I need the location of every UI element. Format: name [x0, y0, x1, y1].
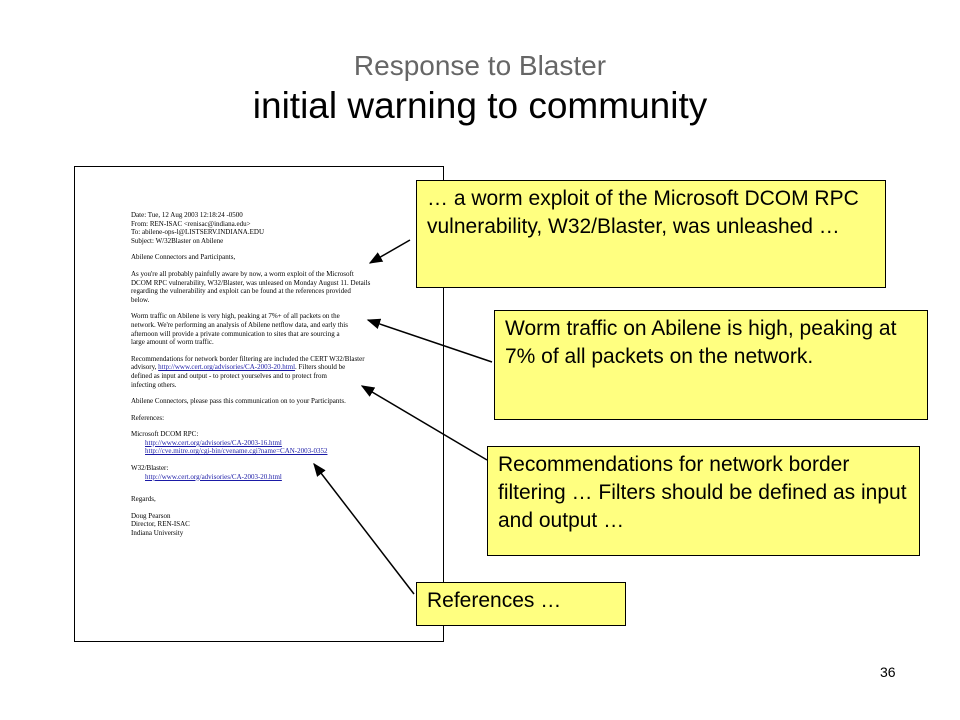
email-text-line: defined as input and output - to protect…	[131, 371, 327, 380]
email-text-line: Recommendations for network border filte…	[131, 354, 365, 363]
email-text-fragment: advisory,	[131, 363, 157, 372]
cert-advisory-link[interactable]: http://www.cert.org/advisories/CA-2003-2…	[158, 363, 296, 372]
email-header-date: Date: Tue, 12 Aug 2003 12:18:24 -0500	[131, 211, 243, 219]
email-references-label: References:	[131, 413, 165, 422]
email-text-line: As you're all probably painfully aware b…	[131, 269, 354, 278]
email-paragraph-1: As you're all probably painfully aware b…	[131, 270, 389, 304]
email-body: Date: Tue, 12 Aug 2003 12:18:24 -0500 Fr…	[131, 211, 389, 538]
email-closing: Regards,	[131, 495, 156, 504]
slide-title-block: Response to Blaster initial warning to c…	[0, 48, 960, 128]
signature-line: Director, REN-ISAC	[131, 520, 190, 529]
email-text-line: infecting others.	[131, 380, 177, 389]
email-text-line: afternoon will provide a private communi…	[131, 329, 340, 338]
email-paragraph-4: Abilene Connectors, please pass this com…	[131, 397, 346, 406]
email-ms-label: Microsoft DCOM RPC:	[131, 430, 199, 439]
email-header-subject: Subject: W/32Blaster on Abilene	[131, 236, 224, 245]
callout-worm-traffic: Worm traffic on Abilene is high, peaking…	[494, 310, 928, 420]
email-salutation: Abilene Connectors and Participants,	[131, 253, 236, 262]
email-text-line: advisory, http://www.cert.org/advisories…	[131, 363, 389, 372]
email-text-line: regarding the vulnerability and exploit …	[131, 287, 351, 296]
email-header-from: From: REN-ISAC <renisac@indiana.edu>	[131, 219, 251, 228]
email-paragraph-3: Recommendations for network border filte…	[131, 355, 389, 389]
page-number: 36	[880, 664, 896, 680]
email-text-line: network. We're performing an analysis of…	[131, 320, 348, 329]
email-header-to: To: abilene-ops-l@LISTSERV.INDIANA.EDU	[131, 228, 264, 237]
reference-link[interactable]: http://www.cert.org/advisories/CA-2003-1…	[145, 438, 282, 447]
email-document: Date: Tue, 12 Aug 2003 12:18:24 -0500 Fr…	[74, 166, 444, 642]
reference-link[interactable]: http://cve.mitre.org/cgi-bin/cvename.cgi…	[145, 447, 328, 456]
signature-line: Indiana University	[131, 529, 184, 538]
reference-link[interactable]: http://www.cert.org/advisories/CA-2003-2…	[145, 472, 282, 481]
callout-worm-exploit: … a worm exploit of the Microsoft DCOM R…	[416, 180, 886, 288]
email-text-fragment: . Filters should be	[295, 363, 346, 372]
slide-subtitle: Response to Blaster	[353, 50, 607, 81]
email-text-line: Worm traffic on Abilene is very high, pe…	[131, 312, 340, 321]
email-signature: Doug Pearson Director, REN-ISAC Indiana …	[131, 512, 389, 538]
email-w32-label: W32/Blaster:	[131, 464, 169, 473]
slide-title: initial warning to community	[252, 85, 708, 126]
signature-line: Doug Pearson	[131, 511, 171, 520]
callout-references: References …	[416, 582, 626, 626]
email-paragraph-2: Worm traffic on Abilene is very high, pe…	[131, 312, 389, 346]
email-text-line: below.	[131, 295, 150, 304]
email-text-line: large amount of worm traffic.	[131, 338, 214, 347]
email-text-line: DCOM RPC vulnerability, W32/Blaster, was…	[131, 278, 371, 287]
callout-border-filtering: Recommendations for network border filte…	[487, 446, 920, 556]
